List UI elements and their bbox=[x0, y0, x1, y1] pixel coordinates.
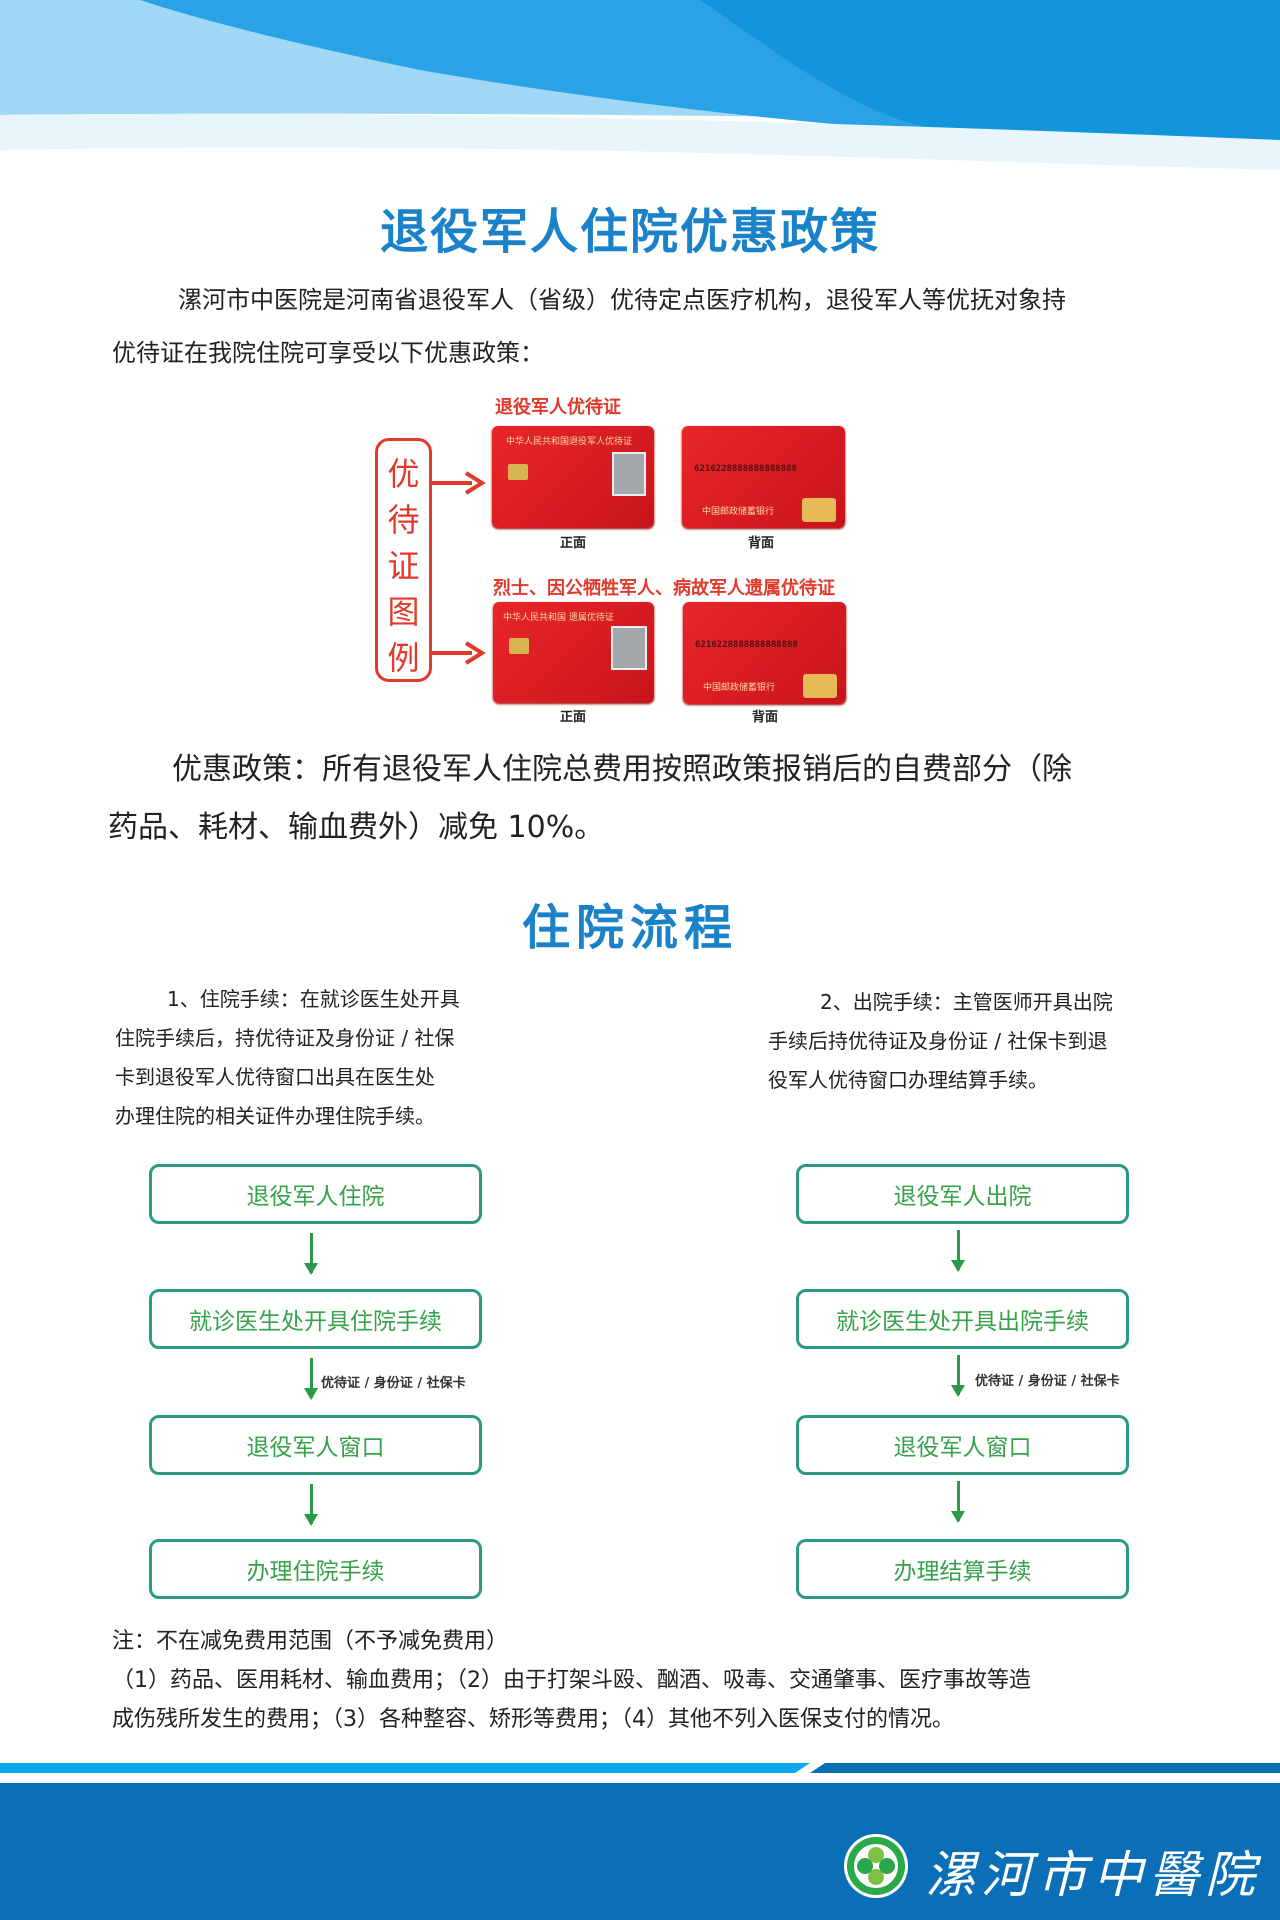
discharge-description: 2、出院手续：主管医师开具出院 手续后持优待证及身份证 / 社保卡到退 役军人优… bbox=[768, 983, 1188, 1100]
exclusion-note: 注：不在减免费用范围（不予减免费用） （1）药品、医用耗材、输血费用；（2）由于… bbox=[112, 1622, 1212, 1739]
flow-step-discharge: 退役军人出院 bbox=[796, 1164, 1129, 1224]
card-group-label: 烈士、因公牺牲军人、病故军人遗属优待证 bbox=[493, 578, 835, 599]
card-number: 6216228888888888888 bbox=[694, 464, 797, 474]
back-caption: 背面 bbox=[751, 710, 778, 725]
desc-line: 役军人优待窗口办理结算手续。 bbox=[768, 1068, 1048, 1092]
front-caption: 正面 bbox=[559, 710, 586, 725]
hospital-logo-icon bbox=[844, 1834, 908, 1898]
back-caption: 背面 bbox=[747, 536, 774, 551]
survivor-card-back: 6216228888888888888 中国邮政储蓄银行 bbox=[683, 602, 846, 704]
down-arrow-icon bbox=[951, 1355, 965, 1397]
legend-char: 例 bbox=[387, 639, 420, 677]
desc-line: 卡到退役军人优待窗口出具在医生处 bbox=[115, 1065, 435, 1089]
hospital-name: 漯河市中醫院 bbox=[925, 1846, 1261, 1904]
note-line: （1）药品、医用耗材、输血费用；（2）由于打架斗殴、酗酒、吸毒、交通肇事、医疗事… bbox=[112, 1668, 1031, 1693]
bank-name: 中国邮政储蓄银行 bbox=[703, 683, 776, 693]
right-arrow-icon bbox=[432, 471, 486, 495]
admission-description: 1、住院手续：在就诊医生处开具 住院手续后，持优待证及身份证 / 社保 卡到退役… bbox=[115, 980, 535, 1136]
arrow-icons bbox=[432, 471, 486, 665]
flow-step-window: 退役军人窗口 bbox=[796, 1415, 1129, 1475]
unionpay-logo-icon bbox=[803, 674, 837, 698]
unionpay-logo-icon bbox=[802, 498, 836, 522]
down-arrow-icon bbox=[951, 1230, 965, 1272]
desc-line: 手续后持优待证及身份证 / 社保卡到退 bbox=[768, 1029, 1108, 1053]
footer-stripe-decoration bbox=[0, 1763, 1280, 1773]
header-wave-decoration bbox=[0, 0, 1280, 190]
intro-line: 漯河市中医院是河南省退役军人（省级）优待定点医疗机构，退役军人等优抚对象持 bbox=[178, 286, 1066, 314]
note-line: 成伤残所发生的费用；（3）各种整容、矫形等费用；（4）其他不列入医保支付的情况。 bbox=[112, 1707, 954, 1732]
policy-line: 药品、耗材、输血费外）减免 10%。 bbox=[108, 810, 605, 845]
flow-step-doctor: 就诊医生处开具出院手续 bbox=[796, 1289, 1129, 1349]
down-arrow-icon bbox=[304, 1484, 318, 1526]
veteran-card-back: 6216228888888888888 中国邮政储蓄银行 bbox=[682, 426, 845, 528]
chip-icon bbox=[509, 638, 529, 654]
desc-line: 1、住院手续：在就诊医生处开具 bbox=[167, 987, 460, 1011]
flow-step-window: 退役军人窗口 bbox=[149, 1415, 482, 1475]
card-group-label: 退役军人优待证 bbox=[495, 397, 621, 418]
photo-placeholder bbox=[612, 452, 646, 496]
survivor-card-front: 中华人民共和国 遗属优待证 bbox=[493, 602, 654, 703]
card-legend-label: 优 待 证 图 例 bbox=[375, 438, 432, 682]
down-arrow-icon bbox=[304, 1233, 318, 1275]
down-arrow-icon bbox=[304, 1358, 318, 1400]
note-line: 注：不在减免费用范围（不予减免费用） bbox=[112, 1629, 509, 1654]
card-title: 中华人民共和国 遗属优待证 bbox=[503, 613, 614, 623]
desc-line: 住院手续后，持优待证及身份证 / 社保 bbox=[115, 1026, 455, 1050]
card-title: 中华人民共和国退役军人优待证 bbox=[506, 437, 633, 447]
process-title: 住院流程 bbox=[521, 900, 738, 956]
card-number: 6216228888888888888 bbox=[695, 640, 798, 650]
desc-line: 办理住院的相关证件办理住院手续。 bbox=[115, 1104, 435, 1128]
desc-line: 2、出院手续：主管医师开具出院 bbox=[820, 990, 1113, 1014]
page-title: 退役军人住院优惠政策 bbox=[379, 204, 880, 260]
footer-band: 漯河市中醫院 bbox=[0, 1783, 1280, 1920]
legend-char: 图 bbox=[387, 593, 420, 631]
flow-step-procedure: 办理住院手续 bbox=[149, 1539, 482, 1599]
arrow-note: 优待证 / 身份证 / 社保卡 bbox=[321, 1376, 466, 1391]
chip-icon bbox=[508, 464, 528, 480]
legend-char: 待 bbox=[387, 501, 420, 539]
down-arrow-icon bbox=[951, 1481, 965, 1523]
legend-char: 优 bbox=[387, 455, 420, 493]
right-arrow-icon bbox=[432, 641, 486, 665]
intro-line: 优待证在我院住院可享受以下优惠政策： bbox=[112, 339, 544, 367]
policy-line: 优惠政策：所有退役军人住院总费用按照政策报销后的自费部分（除 bbox=[172, 752, 1072, 787]
policy-text: 优惠政策：所有退役军人住院总费用按照政策报销后的自费部分（除 药品、耗材、输血费… bbox=[108, 741, 1198, 857]
photo-placeholder bbox=[611, 626, 647, 670]
intro-paragraph: 漯河市中医院是河南省退役军人（省级）优待定点医疗机构，退役军人等优抚对象持 优待… bbox=[112, 274, 1192, 380]
flow-step-doctor: 就诊医生处开具住院手续 bbox=[149, 1289, 482, 1349]
front-caption: 正面 bbox=[559, 536, 586, 551]
flow-step-settlement: 办理结算手续 bbox=[796, 1539, 1129, 1599]
arrow-note: 优待证 / 身份证 / 社保卡 bbox=[975, 1374, 1120, 1389]
flow-step-admission: 退役军人住院 bbox=[149, 1164, 482, 1224]
legend-char: 证 bbox=[387, 547, 420, 585]
veteran-card-front: 中华人民共和国退役军人优待证 bbox=[492, 426, 654, 528]
bank-name: 中国邮政储蓄银行 bbox=[702, 507, 775, 517]
